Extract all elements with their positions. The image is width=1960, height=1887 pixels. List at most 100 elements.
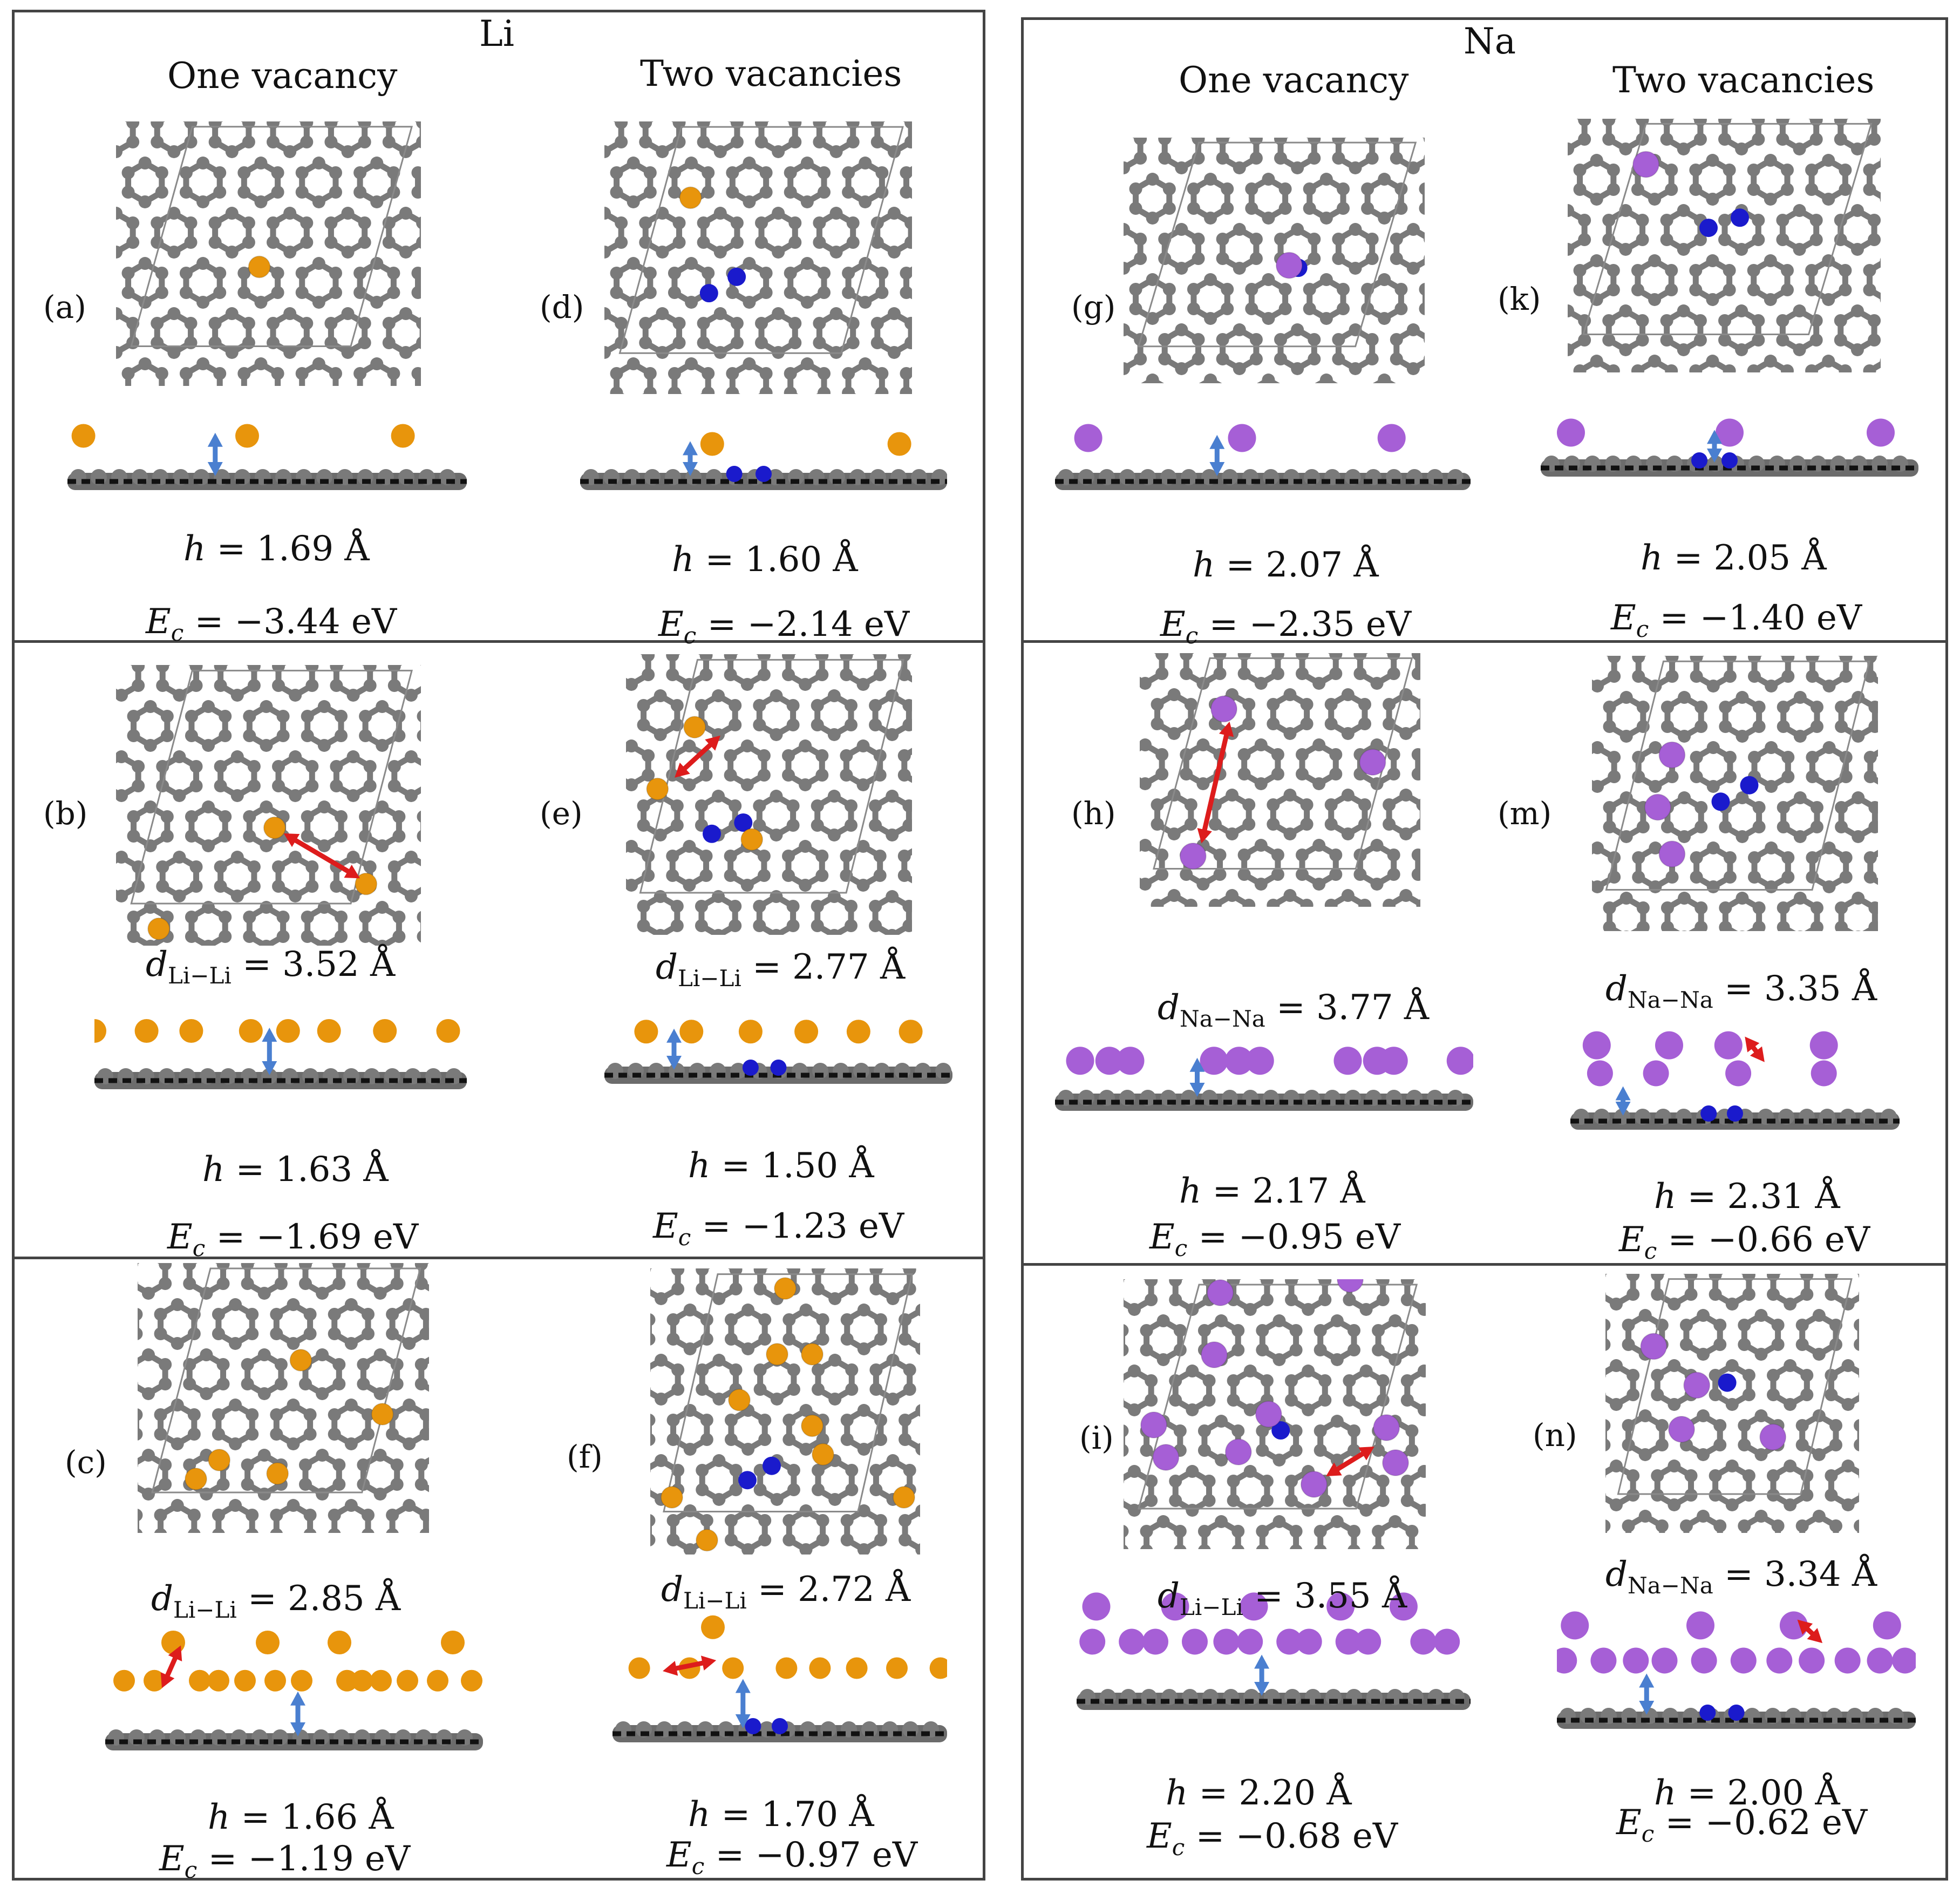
adatom-na (1382, 1449, 1409, 1476)
height-arrow (207, 432, 223, 476)
panel-label-b: (b) (43, 795, 88, 832)
Ec-value: −0.66 eV (1707, 1220, 1870, 1260)
h-symbol: h (1193, 545, 1215, 585)
adatom-upper-layer (1582, 1031, 1611, 1060)
na-group-box (1021, 17, 1948, 1881)
adatom-lower-layer (1691, 1647, 1717, 1674)
adatom-upper-layer (1082, 1592, 1111, 1621)
height-arrow (683, 441, 698, 476)
Ec-value: −1.69 eV (256, 1217, 419, 1257)
Ec-value: −0.97 eV (755, 1835, 918, 1875)
supercell-outline (1605, 660, 1871, 891)
adatom-lower-layer (722, 1657, 744, 1679)
equals: = (741, 947, 793, 987)
panel-label-k: (k) (1498, 281, 1541, 317)
E-subscript: c (1172, 1834, 1185, 1861)
d-value: 2.72 Å (798, 1570, 911, 1610)
vacancy-atom (1727, 1105, 1743, 1122)
E-subscript: c (678, 1224, 691, 1251)
equals: = (704, 1835, 756, 1875)
h-value: 2.05 Å (1713, 538, 1827, 578)
top-view-h (1140, 653, 1420, 907)
height-arrow (1254, 1654, 1270, 1696)
E-subscript: c (192, 1234, 206, 1261)
height-label-e: h = 1.50 Å (688, 1149, 874, 1183)
d-value: 2.85 Å (288, 1579, 401, 1619)
adatom-li (801, 1414, 824, 1437)
adatom-lower-layer (1834, 1647, 1861, 1674)
height-arrow (262, 1028, 277, 1075)
adatom-li (266, 1462, 289, 1485)
equals: = (694, 540, 745, 580)
adatom-upper-layer (436, 1019, 460, 1043)
equals: = (1676, 1177, 1727, 1217)
adatom-na (1140, 1411, 1167, 1438)
adatom-lower-layer (144, 1669, 165, 1692)
vacancy-atom (763, 1456, 781, 1475)
adatom-lower-layer (1213, 1628, 1240, 1655)
height-label-m: h = 2.31 Å (1654, 1179, 1840, 1214)
supercell-outline (151, 1267, 421, 1494)
vacancy-atom (1731, 208, 1749, 227)
energy-label-d: Ec = −2.14 eV (658, 607, 909, 647)
equals: = (1243, 1576, 1295, 1616)
side-distance-arrow (663, 1655, 717, 1676)
adatom-lower-layer (929, 1657, 947, 1679)
adatom-upper-layer (179, 1019, 203, 1043)
equals: = (1713, 1555, 1765, 1594)
height-label-c: h = 1.66 Å (208, 1800, 394, 1835)
adatom-lower-layer (189, 1669, 210, 1692)
adatom-lower-layer (886, 1657, 908, 1679)
adatom-upper-layer (134, 1019, 159, 1043)
h-symbol: h (688, 1146, 711, 1186)
d-symbol: d (151, 1579, 173, 1619)
h-value: 2.07 Å (1265, 545, 1379, 585)
vacancy-atom (770, 1060, 787, 1076)
side-view-e (604, 1020, 952, 1084)
vacancy-atom (1699, 219, 1718, 237)
li-one-vacancy-header: One vacancy (167, 55, 398, 97)
adatom-upper-layer (1379, 1047, 1408, 1075)
E-symbol: E (658, 605, 684, 644)
li-row-divider-2 (12, 1257, 985, 1259)
adatom-upper-layer (235, 424, 259, 448)
h-symbol: h (672, 540, 695, 580)
adatom-upper-layer (1446, 1047, 1473, 1075)
adatom-li (766, 1343, 788, 1366)
height-arrow (1615, 1086, 1631, 1116)
adatom-na (1683, 1372, 1711, 1399)
equals: = (1654, 1803, 1705, 1843)
li-group-title: Li (479, 13, 514, 55)
adatom-upper-layer (1074, 424, 1102, 452)
E-subscript: c (1641, 1820, 1655, 1847)
vacancy-atom (1718, 1373, 1737, 1392)
top-view-c (138, 1263, 429, 1533)
adatom-li (208, 1449, 231, 1471)
equals: = (205, 1217, 256, 1257)
adatom-upper-layer (441, 1631, 465, 1654)
adatom-lower-layer (370, 1669, 392, 1692)
equals: = (1657, 1220, 1708, 1260)
energy-label-e: Ec = −1.23 eV (653, 1209, 904, 1249)
adatom-upper-layer (1326, 1592, 1355, 1621)
d-value: 3.35 Å (1764, 969, 1877, 1009)
distance-arrow (1197, 721, 1234, 844)
adatom-na (1337, 1279, 1364, 1293)
equals: = (1265, 988, 1317, 1028)
li-two-vacancies-header: Two vacancies (640, 53, 902, 94)
adatom-na (1210, 695, 1237, 723)
adatom-upper-layer (1779, 1611, 1808, 1640)
top-view-g (1124, 138, 1425, 383)
distance-label-f: dLi−Li = 2.72 Å (661, 1572, 910, 1612)
Ec-value: −3.44 eV (234, 602, 397, 642)
adatom-lower-layer (1237, 1628, 1263, 1655)
adatom-upper-layer (1161, 1592, 1189, 1621)
vacancy-atom (1271, 1421, 1290, 1440)
na-group-title: Na (1464, 21, 1516, 62)
adatom-na (1224, 1438, 1252, 1465)
panel-label-i: (i) (1079, 1420, 1114, 1456)
d-value: 3.55 Å (1294, 1576, 1407, 1616)
na-row-divider-1 (1021, 640, 1948, 643)
graphene-lattice-f (650, 1268, 920, 1555)
adatom-upper-layer (1686, 1611, 1714, 1640)
